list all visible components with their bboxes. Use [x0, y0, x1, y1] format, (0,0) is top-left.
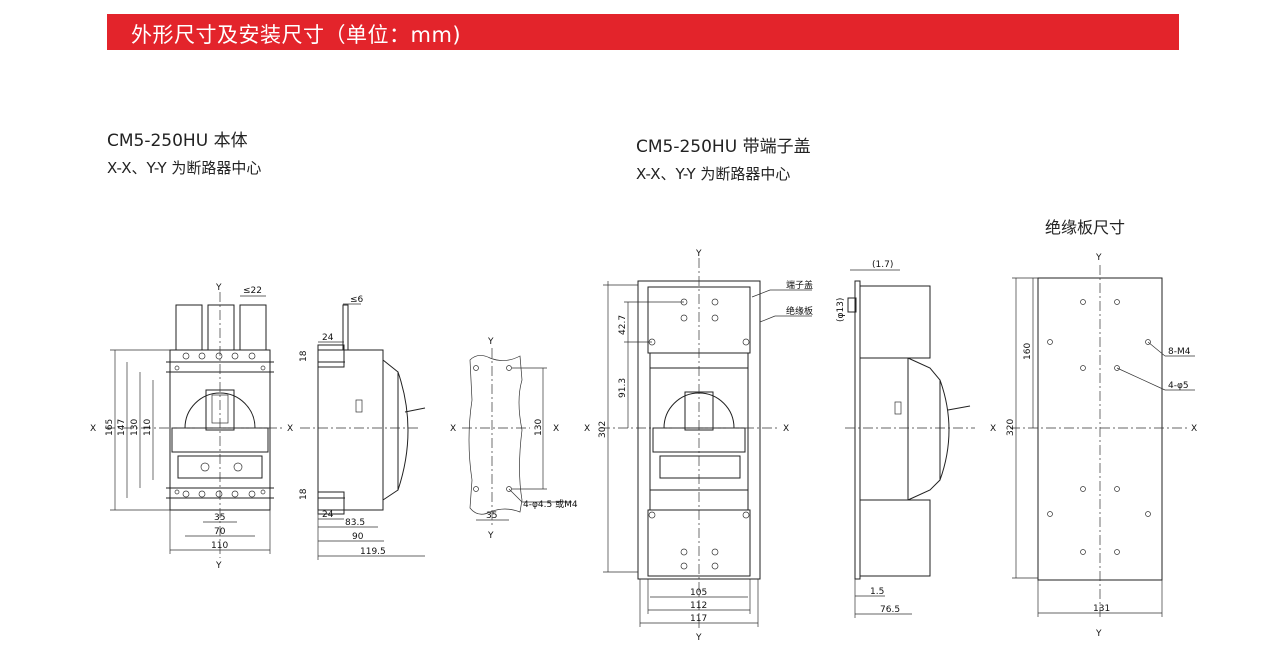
drawing2-side-view: (1.7) (φ13) 1.5 76.5 [836, 260, 975, 618]
dim-side2-1-5: 1.5 [870, 587, 884, 597]
dim-height-110: 110 [143, 419, 153, 436]
dim3-height-160: 160 [1023, 343, 1033, 360]
axis-label-x-right: X [287, 424, 293, 434]
header-title: 外形尺寸及安装尺寸（单位：mm) [131, 23, 462, 47]
mount-hole-note: 4-φ4.5 或M4 [523, 498, 578, 510]
plate-holes-4phi5: 4-φ5 [1168, 381, 1189, 391]
section1-subtitle: X-X、Y-Y 为断路器中心 [107, 159, 262, 177]
cable-2 [207, 304, 235, 351]
dim-mount-130: 130 [534, 419, 544, 436]
cable-1 [175, 304, 203, 351]
dim3-width-131: 131 [1093, 604, 1110, 614]
drawing3-insulation-plate: Y Y X X 320 160 131 8-M4 4-φ5 [990, 253, 1197, 639]
dim-width-35: 35 [214, 513, 225, 523]
label-terminal-cover: 端子盖 [786, 279, 813, 291]
dim-side-24-bottom: 24 [322, 510, 334, 520]
axis-label2-x-left: X [584, 424, 590, 434]
axis-label-y-bottom: Y [215, 561, 222, 571]
insulation-title: 绝缘板尺寸 [1045, 218, 1126, 237]
dim2-height-42-7: 42.7 [618, 315, 628, 335]
axis-label-mount-x-left: X [450, 424, 456, 434]
axis-label2-x-right: X [783, 424, 789, 434]
dim-side2-76-5: 76.5 [880, 605, 900, 615]
section2-title: CM5-250HU 带端子盖 [636, 137, 811, 157]
axis-label3-x-left: X [990, 424, 996, 434]
dim-side-90: 90 [352, 532, 364, 542]
dim-side-119-5: 119.5 [360, 547, 386, 557]
dim2-width-105: 105 [690, 588, 707, 598]
axis-label2-y-bottom: Y [695, 633, 702, 643]
axis-label-mount-x-right: X [553, 424, 559, 434]
dim2-height-302: 302 [598, 421, 608, 438]
dim-side-24-top: 24 [322, 333, 334, 343]
drawing1-front-view: Y Y X X ≤22 165 147 130 110 35 70 110 [90, 283, 293, 571]
dim-side2-1-7: (1.7) [872, 260, 893, 270]
axis-label-y-top: Y [215, 283, 222, 293]
dim-height-147: 147 [117, 419, 127, 436]
dim-height-130: 130 [130, 419, 140, 436]
axis-label-x-left: X [90, 424, 96, 434]
axis-label-mount-y-top: Y [487, 337, 494, 347]
dim2-width-112: 112 [690, 601, 707, 611]
drawing1-mount-view: Y Y X X 130 35 4-φ4.5 或M4 [450, 337, 578, 541]
axis-label3-x-right: X [1191, 424, 1197, 434]
drawing2-front-view: Y Y X X 端子盖 绝缘板 302 42.7 91.3 105 112 11… [584, 249, 813, 643]
label-insulation-plate: 绝缘板 [786, 305, 813, 317]
dim-side-18-top: 18 [299, 350, 309, 362]
cable-3 [239, 304, 267, 351]
section1-title: CM5-250HU 本体 [107, 131, 248, 151]
axis-label2-y-top: Y [695, 249, 702, 259]
dim-side2-phi13: (φ13) [836, 298, 846, 322]
dim-side-18-bottom: 18 [299, 488, 309, 500]
drawing1-side-view: ≤6 24 18 18 24 83.5 90 119.5 [299, 295, 426, 560]
dim3-height-320: 320 [1006, 419, 1016, 436]
dim-mount-35: 35 [486, 511, 497, 521]
plate-holes-8m4: 8-M4 [1168, 347, 1191, 357]
dim-width-110: 110 [211, 541, 228, 551]
dim-width-70: 70 [214, 527, 226, 537]
dim2-width-117: 117 [690, 614, 707, 624]
dim-side-top: ≤6 [350, 295, 364, 305]
breaker-body-2 [649, 352, 749, 511]
dim-top-width: ≤22 [243, 286, 262, 296]
dim-height-165: 165 [105, 419, 115, 436]
header-banner: 外形尺寸及安装尺寸（单位：mm) [107, 14, 1179, 50]
axis-label3-y-top: Y [1095, 253, 1102, 263]
axis-label-mount-y-bottom: Y [487, 531, 494, 541]
axis-label3-y-bottom: Y [1095, 629, 1102, 639]
dim2-height-91-3: 91.3 [618, 378, 628, 398]
dim-side-83-5: 83.5 [345, 518, 365, 528]
section2-subtitle: X-X、Y-Y 为断路器中心 [636, 165, 791, 183]
